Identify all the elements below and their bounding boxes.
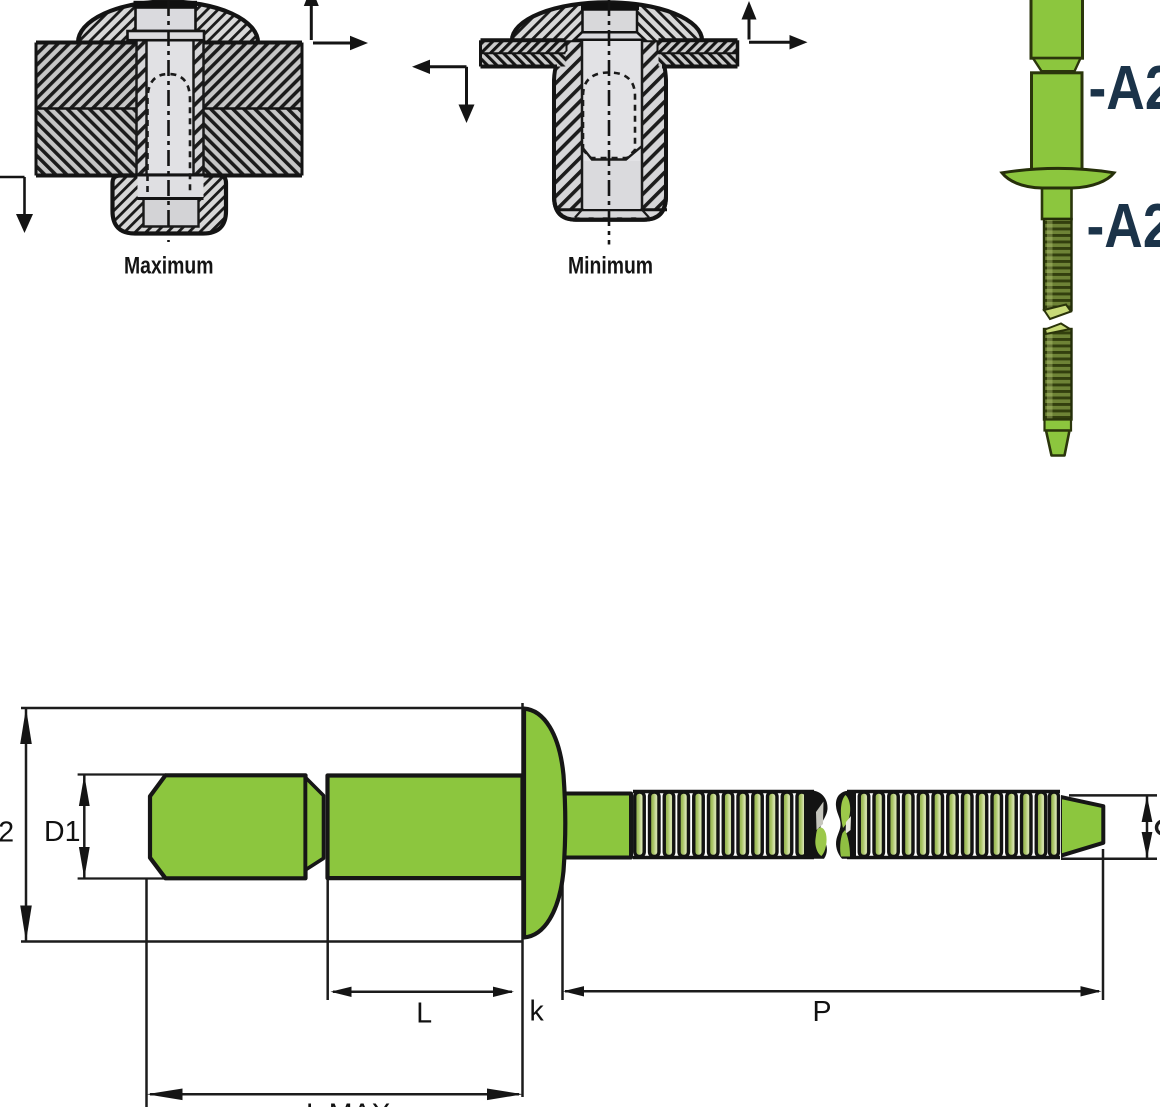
svg-text:D2: D2 (0, 817, 14, 849)
svg-text:D1: D1 (44, 816, 80, 848)
svg-text:L: L (416, 998, 432, 1030)
svg-text:k: k (530, 996, 545, 1028)
svg-text:L MAX: L MAX (306, 1099, 390, 1107)
svg-text:-A2: -A2 (1087, 192, 1160, 261)
svg-text:Minimum: Minimum (568, 253, 653, 280)
svg-text:-A2: -A2 (1089, 54, 1160, 123)
svg-text:Maximum: Maximum (124, 253, 214, 280)
svg-text:P: P (813, 996, 832, 1028)
